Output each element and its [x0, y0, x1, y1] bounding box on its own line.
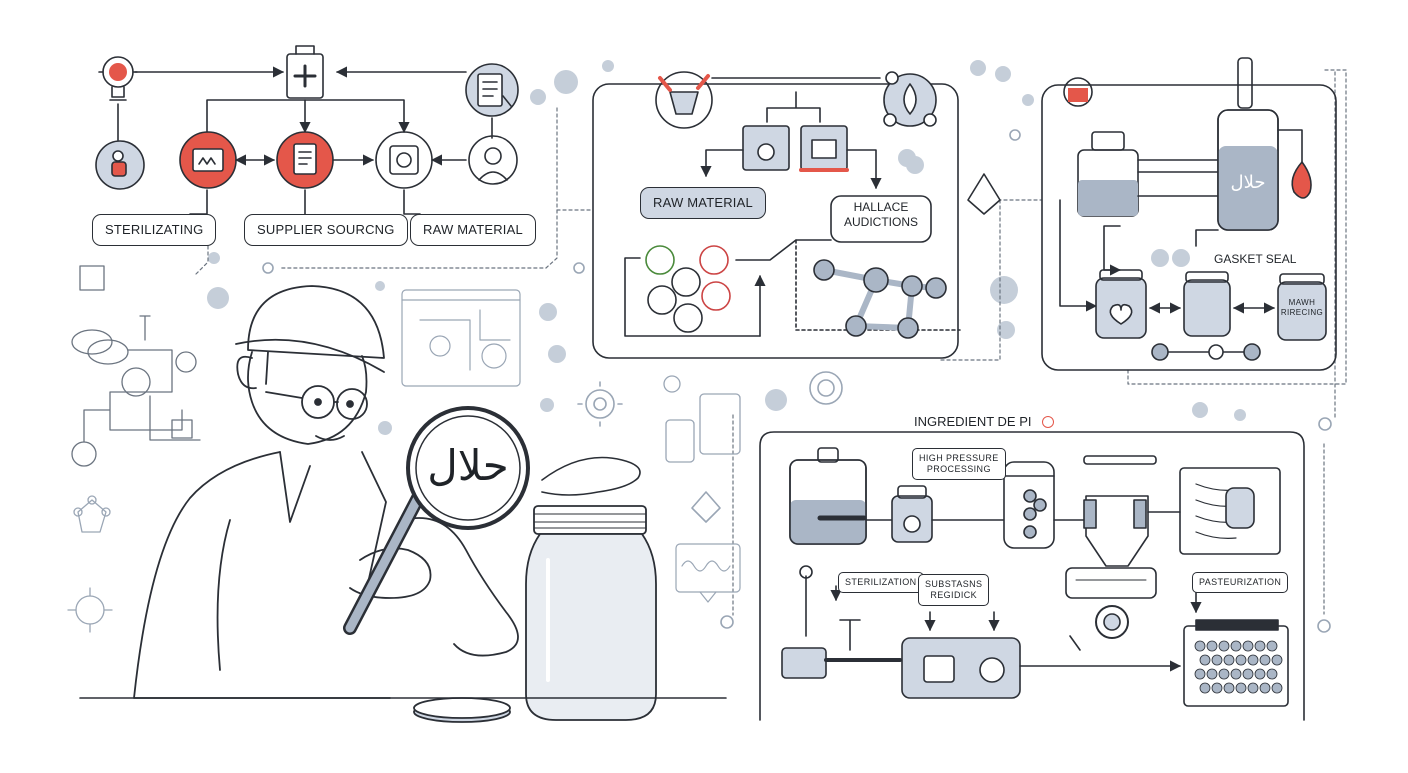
high-pressure-line2: PROCESSING — [926, 464, 991, 474]
tray-dot — [1266, 640, 1278, 652]
jar-right-line2: RIRECING — [1280, 308, 1324, 317]
tray-dot — [1223, 654, 1235, 666]
title-marker — [1042, 416, 1054, 428]
heat-exchanger — [1065, 567, 1157, 651]
drop-icon — [883, 71, 937, 127]
valve — [781, 565, 902, 679]
tray-dot — [1218, 640, 1230, 652]
jar-lid — [413, 697, 511, 723]
substances-line1: SUBSTASNS — [925, 579, 983, 589]
jar-heart — [1095, 269, 1147, 339]
label-gasket-seal: GASKET SEAL — [1206, 252, 1305, 266]
tray-dot — [1206, 668, 1218, 680]
pressure-vessel — [1003, 461, 1055, 549]
dashed-connectors — [195, 69, 1347, 616]
tray-dot — [1259, 682, 1271, 694]
top-left-flow — [95, 45, 519, 215]
circuit-decoration — [71, 265, 201, 467]
label-substances: SUBSTASNS REGIDICK — [918, 574, 990, 606]
gasket-panel — [1041, 57, 1337, 371]
label-hallance-auditions: HALLACE AUDICTIONS — [836, 200, 926, 230]
tray-dot — [1247, 654, 1259, 666]
gear-icon — [577, 381, 623, 427]
small-ring-dots — [262, 129, 1332, 633]
label-ingredient-title: INGREDIENT DE PI — [914, 414, 1032, 429]
network-icon — [67, 495, 113, 633]
tray-dot — [1218, 668, 1230, 680]
jar-middle — [1183, 271, 1231, 337]
hallance-line2: AUDICTIONS — [843, 215, 918, 229]
tray-dot — [1230, 668, 1242, 680]
tray-dot — [1242, 640, 1254, 652]
decorative-dots — [207, 60, 1246, 435]
tray-dots — [1194, 640, 1283, 694]
tray-dot — [1242, 668, 1254, 680]
checklist-icon — [465, 63, 519, 117]
tank — [789, 447, 867, 545]
first-aid-icon — [286, 45, 324, 99]
glass-jar — [525, 505, 657, 721]
audit-panel — [592, 71, 961, 359]
tray-dot — [1206, 640, 1218, 652]
label-raw-material-top: RAW MATERIAL — [410, 214, 536, 246]
tray-dot — [1211, 682, 1223, 694]
jar-right — [1277, 273, 1327, 341]
filter-unit — [1083, 495, 1181, 567]
substances-line2: REGIDICK — [930, 590, 978, 600]
diamond-icon — [691, 491, 721, 523]
tray-dot — [1199, 654, 1211, 666]
furnace-icon — [179, 131, 237, 189]
spray-chamber — [1179, 467, 1281, 555]
wave-panel — [675, 543, 741, 603]
document-icon — [276, 131, 334, 189]
tray-dot — [1271, 654, 1283, 666]
label-sterilization: STERILIZATION — [838, 572, 924, 593]
blueprint-sketch — [401, 289, 521, 387]
tray-dot — [1259, 654, 1271, 666]
tray-dot — [1254, 640, 1266, 652]
scale-icon — [655, 71, 713, 129]
lab-worker — [133, 285, 519, 699]
recycle-icon — [375, 131, 433, 189]
hallance-line1: HALLACE — [853, 200, 909, 214]
control-console — [901, 637, 1021, 699]
label-high-pressure: HIGH PRESSURE PROCESSING — [912, 448, 1006, 480]
tray-dot — [1266, 668, 1278, 680]
tray-dot — [1235, 682, 1247, 694]
pasteurization-tray — [1183, 619, 1289, 707]
process-wheel — [645, 245, 731, 333]
person-icon — [468, 135, 518, 185]
tray-dot — [1199, 682, 1211, 694]
label-raw-material-panel: RAW MATERIAL — [640, 187, 766, 219]
tray-dot — [1271, 682, 1283, 694]
tray-dot — [1230, 640, 1242, 652]
machine-sketch — [663, 375, 741, 463]
bag-icon — [1063, 77, 1093, 107]
label-sterilizating: STERILIZATING — [92, 214, 217, 246]
sensor-icon — [809, 371, 843, 405]
tray-dot — [1211, 654, 1223, 666]
halal-magnifier-text: حلال — [427, 441, 509, 490]
tray-dot — [1194, 668, 1206, 680]
tray-dot — [1235, 654, 1247, 666]
jar-right-line1: MAWH — [1288, 298, 1316, 307]
tray-dot — [1254, 668, 1266, 680]
label-supplier-sourcing: SUPPLIER SOURCNG — [244, 214, 408, 246]
tray-dot — [1247, 682, 1259, 694]
halal-vessel-text: حلال — [1230, 172, 1266, 193]
worker-icon — [95, 140, 145, 190]
ingredient-panel — [759, 431, 1305, 721]
robot-icon — [98, 56, 138, 101]
tray-dot — [1194, 640, 1206, 652]
high-pressure-line1: HIGH PRESSURE — [919, 453, 999, 463]
label-jar-right: MAWH RIRECING — [1280, 298, 1324, 318]
pump — [891, 485, 933, 543]
magnifier-icon — [343, 406, 530, 635]
molecule-icon — [813, 259, 947, 339]
label-pasteurization: PASTEURIZATION — [1192, 572, 1289, 593]
tray-dot — [1223, 682, 1235, 694]
